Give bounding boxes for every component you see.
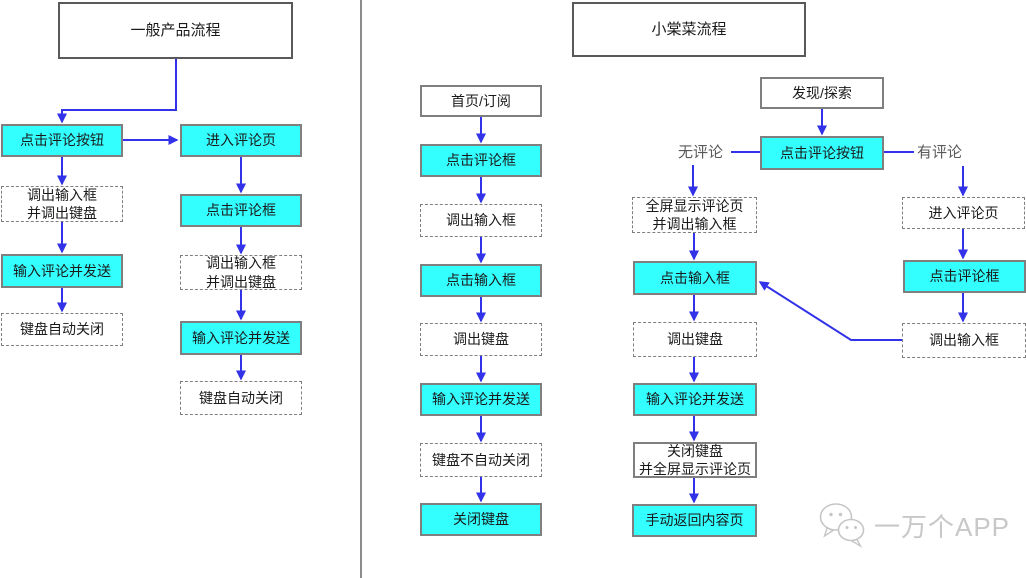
x-nocomment-close-keyboard-fullscreen-page-label: 关闭键盘 并全屏显示评论页 — [639, 442, 751, 477]
x-home-show-keyboard-label: 调出键盘 — [453, 331, 509, 348]
x-hascomment-enter-comment-page-label: 进入评论页 — [928, 204, 999, 221]
title-xiaotangcai-flow-label: 小棠菜流程 — [651, 20, 727, 38]
title-general-product-flow-label: 一般产品流程 — [130, 21, 221, 39]
x-nocomment-manual-return-content-page-label: 手动返回内容页 — [645, 512, 744, 529]
g2-enter-comment-page: 进入评论页 — [180, 124, 302, 157]
g2-click-comment-box-label: 点击评论框 — [206, 202, 276, 219]
x-nocomment-type-comment-and-send-label: 输入评论并发送 — [646, 391, 744, 408]
x-home-keyboard-not-auto-close-label: 键盘不自动关闭 — [432, 451, 530, 468]
g1-show-input-box-and-keyboard: 调出输入框 并调出键盘 — [1, 186, 123, 222]
g1-type-comment-and-send: 输入评论并发送 — [1, 254, 123, 288]
no-comment-label: 无评论 — [678, 144, 724, 161]
x-home-show-keyboard: 调出键盘 — [420, 323, 542, 356]
x-home-type-comment-and-send-label: 输入评论并发送 — [432, 391, 530, 408]
g2-show-input-box-and-keyboard: 调出输入框 并调出键盘 — [180, 255, 302, 290]
g2-keyboard-auto-close: 键盘自动关闭 — [180, 381, 302, 415]
x-nocomment-show-keyboard-label: 调出键盘 — [667, 331, 723, 348]
section-divider-line — [360, 0, 362, 578]
x-home-click-comment-box-label: 点击评论框 — [446, 152, 516, 169]
g1-keyboard-auto-close-label: 键盘自动关闭 — [20, 321, 104, 338]
g1-keyboard-auto-close: 键盘自动关闭 — [1, 313, 123, 346]
x-hascomment-click-comment-box: 点击评论框 — [903, 260, 1026, 293]
x-nocomment-fullscreen-page-and-input: 全屏显示评论页 并调出输入框 — [632, 197, 757, 233]
x-home-show-input-box: 调出输入框 — [420, 204, 542, 237]
g1-click-comment-button-label: 点击评论按钮 — [20, 132, 104, 149]
x-hascomment-click-comment-box-label: 点击评论框 — [929, 268, 1000, 285]
g2-type-comment-and-send: 输入评论并发送 — [180, 321, 302, 355]
x-discover-click-comment-button: 点击评论按钮 — [760, 136, 884, 170]
g2-click-comment-box: 点击评论框 — [180, 194, 302, 227]
x-nocomment-close-keyboard-fullscreen-page: 关闭键盘 并全屏显示评论页 — [633, 442, 757, 478]
x-home-click-input-box: 点击输入框 — [420, 264, 542, 297]
flow-edge-28 — [758, 281, 902, 341]
g2-type-comment-and-send-label: 输入评论并发送 — [192, 329, 290, 346]
g1-click-comment-button: 点击评论按钮 — [1, 124, 123, 157]
x-nocomment-show-keyboard: 调出键盘 — [633, 322, 757, 357]
x-home-close-keyboard: 关闭键盘 — [420, 503, 542, 536]
x-nocomment-click-input-box-label: 点击输入框 — [660, 269, 730, 286]
has-comment-label: 有评论 — [917, 144, 963, 161]
x-discover-click-comment-button-label: 点击评论按钮 — [780, 144, 864, 161]
wechat-icon — [819, 503, 865, 548]
watermark: 一万个APP — [818, 502, 1010, 548]
x-nocomment-manual-return-content-page: 手动返回内容页 — [632, 504, 757, 537]
g1-show-input-box-and-keyboard-label: 调出输入框 并调出键盘 — [27, 186, 97, 221]
x-home-subscribe-label: 首页/订阅 — [451, 92, 511, 109]
x-home-click-input-box-label: 点击输入框 — [446, 272, 516, 289]
x-home-keyboard-not-auto-close: 键盘不自动关闭 — [420, 443, 542, 477]
watermark-text: 一万个APP — [874, 511, 1011, 542]
x-nocomment-click-input-box: 点击输入框 — [633, 261, 757, 295]
x-home-close-keyboard-label: 关闭键盘 — [453, 511, 509, 528]
g2-keyboard-auto-close-label: 键盘自动关闭 — [199, 389, 283, 406]
flow-edge-0 — [57, 59, 177, 124]
x-home-click-comment-box: 点击评论框 — [420, 144, 542, 177]
x-nocomment-fullscreen-page-and-input-label: 全屏显示评论页 并调出输入框 — [645, 197, 744, 232]
x-discover-explore-label: 发现/探索 — [792, 84, 852, 101]
title-general-product-flow: 一般产品流程 — [58, 2, 293, 59]
x-discover-explore: 发现/探索 — [760, 77, 884, 109]
x-hascomment-enter-comment-page: 进入评论页 — [902, 197, 1025, 229]
x-home-type-comment-and-send: 输入评论并发送 — [420, 383, 542, 416]
g1-type-comment-and-send-label: 输入评论并发送 — [13, 262, 111, 279]
x-hascomment-show-input-box: 调出输入框 — [902, 323, 1026, 358]
x-home-subscribe: 首页/订阅 — [420, 85, 542, 117]
g2-enter-comment-page-label: 进入评论页 — [206, 132, 276, 149]
g2-show-input-box-and-keyboard-label: 调出输入框 并调出键盘 — [206, 255, 276, 290]
x-nocomment-type-comment-and-send: 输入评论并发送 — [633, 383, 757, 416]
x-home-show-input-box-label: 调出输入框 — [446, 212, 516, 229]
x-hascomment-show-input-box-label: 调出输入框 — [929, 332, 999, 349]
title-xiaotangcai-flow: 小棠菜流程 — [572, 2, 806, 57]
